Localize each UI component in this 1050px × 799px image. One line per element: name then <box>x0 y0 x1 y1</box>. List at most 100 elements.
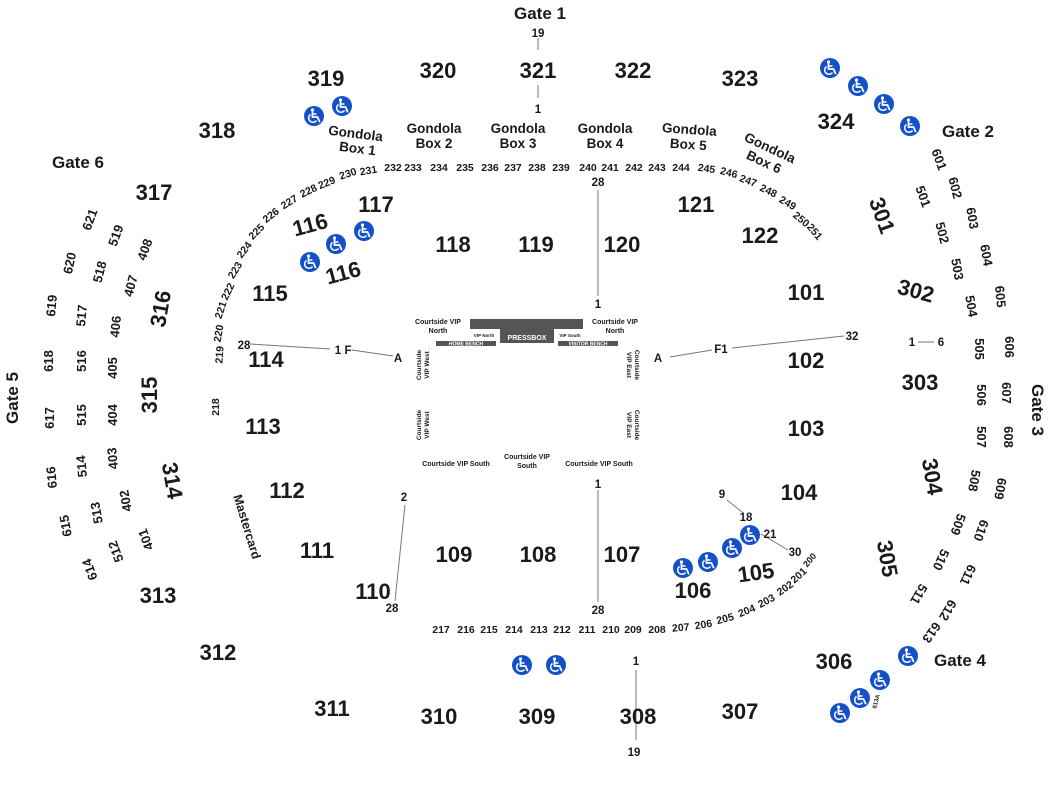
section-207[interactable]: 207 <box>671 621 690 634</box>
section-119[interactable]: 119 <box>518 232 554 257</box>
section-108[interactable]: 108 <box>520 542 557 567</box>
section-514[interactable]: 514 <box>73 454 90 478</box>
section-113[interactable]: 113 <box>245 414 281 439</box>
section-315[interactable]: 315 <box>137 377 162 414</box>
section-103[interactable]: 103 <box>788 416 825 441</box>
section-608[interactable]: 608 <box>1001 426 1016 448</box>
courtside-vip-east-upper[interactable]: Courtside VIP East <box>622 345 641 385</box>
section-247[interactable]: 247 <box>738 173 759 190</box>
section-205[interactable]: 205 <box>715 611 735 627</box>
section-231[interactable]: 231 <box>359 164 378 179</box>
section-303[interactable]: 303 <box>902 370 939 395</box>
section-513[interactable]: 513 <box>87 501 106 525</box>
section-117[interactable]: 117 <box>358 192 394 217</box>
section-507[interactable]: 507 <box>974 426 989 448</box>
courtside-vip-east-lower[interactable]: Courtside VIP East <box>622 405 641 445</box>
section-309[interactable]: 309 <box>519 704 556 729</box>
section-311[interactable]: 311 <box>314 696 350 721</box>
section-501[interactable]: 501 <box>912 184 934 210</box>
courtside-vip-south-left[interactable]: Courtside VIP South <box>422 461 490 468</box>
courtside-vip-west-upper[interactable]: Courtside VIP West <box>416 345 434 385</box>
section-114[interactable]: 114 <box>248 347 284 372</box>
section-508[interactable]: 508 <box>965 469 984 493</box>
section-213[interactable]: 213 <box>530 624 548 636</box>
section-519[interactable]: 519 <box>105 223 127 249</box>
section-229[interactable]: 229 <box>317 174 338 192</box>
section-511[interactable]: 511 <box>907 581 930 607</box>
section-606[interactable]: 606 <box>1002 336 1017 358</box>
section-104[interactable]: 104 <box>781 480 818 505</box>
section-510[interactable]: 510 <box>930 547 953 573</box>
section-219[interactable]: 219 <box>213 345 226 363</box>
section-237[interactable]: 237 <box>504 162 522 174</box>
section-406[interactable]: 406 <box>107 315 124 338</box>
section-612[interactable]: 612 <box>936 597 960 623</box>
section-216[interactable]: 216 <box>457 624 475 636</box>
section-609[interactable]: 609 <box>991 477 1010 501</box>
section-249[interactable]: 249 <box>777 194 798 213</box>
section-244[interactable]: 244 <box>672 162 690 174</box>
courtside-vip-north-right[interactable]: Courtside VIP North <box>590 318 640 340</box>
section-116[interactable]: 116 <box>290 208 331 241</box>
section-242[interactable]: 242 <box>625 162 643 174</box>
section-304[interactable]: 304 <box>917 456 948 497</box>
section-618[interactable]: 618 <box>41 350 56 372</box>
section-518[interactable]: 518 <box>90 259 110 284</box>
section-122[interactable]: 122 <box>742 223 779 248</box>
gondola-box-3-title[interactable]: Gondola <box>491 121 546 136</box>
section-102[interactable]: 102 <box>788 348 825 373</box>
section-230[interactable]: 230 <box>338 166 359 183</box>
section-317[interactable]: 317 <box>136 180 173 205</box>
section-408[interactable]: 408 <box>134 237 156 263</box>
section-214[interactable]: 214 <box>505 624 523 636</box>
section-206[interactable]: 206 <box>694 618 713 633</box>
section-607[interactable]: 607 <box>999 382 1014 404</box>
section-407[interactable]: 407 <box>121 273 141 298</box>
courtside-vip-south-right[interactable]: Courtside VIP South <box>565 461 633 468</box>
section-404[interactable]: 404 <box>105 403 120 425</box>
section-621[interactable]: 621 <box>79 207 101 233</box>
section-611[interactable]: 611 <box>957 562 979 587</box>
section-217[interactable]: 217 <box>432 624 450 636</box>
section-107[interactable]: 107 <box>604 542 641 567</box>
gondola-box-5-label[interactable]: Box 5 <box>669 136 707 154</box>
section-319[interactable]: 319 <box>308 66 345 91</box>
section-605[interactable]: 605 <box>992 285 1009 308</box>
section-224[interactable]: 224 <box>235 239 255 260</box>
section-617[interactable]: 617 <box>42 407 57 429</box>
courtside-vip-north-left[interactable]: Courtside VIP North <box>413 318 463 340</box>
section-220[interactable]: 220 <box>212 324 227 343</box>
section-603[interactable]: 603 <box>963 206 982 230</box>
section-243[interactable]: 243 <box>648 162 666 174</box>
section-305[interactable]: 305 <box>872 538 903 579</box>
section-240[interactable]: 240 <box>579 162 597 174</box>
section-208[interactable]: 208 <box>648 624 666 636</box>
section-211[interactable]: 211 <box>579 624 596 636</box>
section-246[interactable]: 246 <box>719 165 739 181</box>
section-308[interactable]: 308 <box>620 704 657 729</box>
section-620[interactable]: 620 <box>60 251 79 275</box>
section-504[interactable]: 504 <box>962 294 981 319</box>
gondola-box-4-label[interactable]: Box 4 <box>587 136 624 151</box>
section-616[interactable]: 616 <box>43 466 60 489</box>
section-232[interactable]: 232 <box>384 162 402 174</box>
section-502[interactable]: 502 <box>932 220 952 245</box>
section-110[interactable]: 110 <box>355 579 391 604</box>
courtside-vip-west-lower[interactable]: Courtside VIP West <box>416 405 434 445</box>
section-302[interactable]: 302 <box>895 274 937 308</box>
section-227[interactable]: 227 <box>279 193 300 213</box>
section-321[interactable]: 321 <box>520 58 557 83</box>
section-318[interactable]: 318 <box>199 118 236 143</box>
section-506[interactable]: 506 <box>974 384 989 406</box>
section-405[interactable]: 405 <box>105 357 120 379</box>
section-517[interactable]: 517 <box>73 304 90 327</box>
section-312[interactable]: 312 <box>200 640 237 665</box>
section-225[interactable]: 225 <box>246 221 267 242</box>
section-215[interactable]: 215 <box>480 624 498 636</box>
section-228[interactable]: 228 <box>298 182 319 201</box>
section-320[interactable]: 320 <box>420 58 457 83</box>
section-401[interactable]: 401 <box>135 527 157 553</box>
section-604[interactable]: 604 <box>977 243 996 268</box>
section-235[interactable]: 235 <box>456 162 474 174</box>
section-209[interactable]: 209 <box>624 624 642 636</box>
